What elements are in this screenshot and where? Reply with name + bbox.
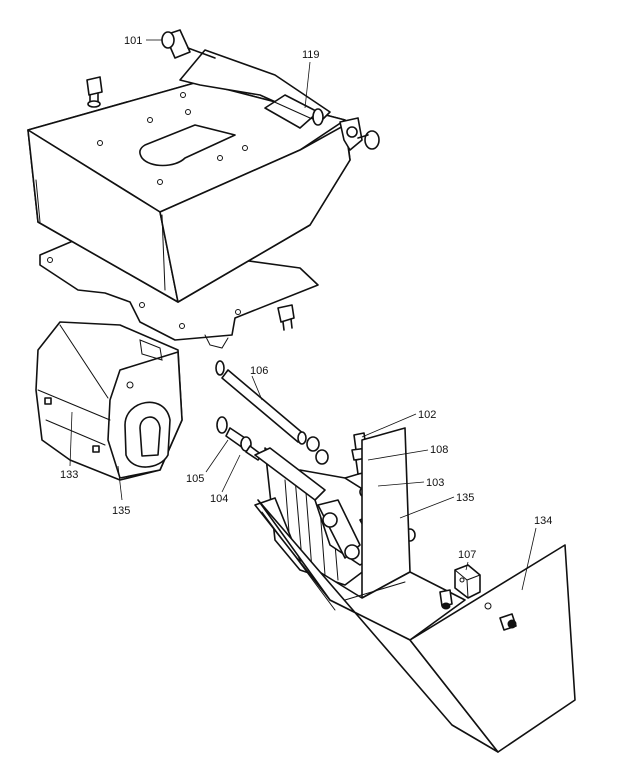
label-103: 103 [426, 477, 444, 489]
label-133: 133 [60, 469, 78, 481]
label-135-guard: 135 [112, 505, 130, 517]
shaft-106 [215, 360, 329, 465]
label-135-pump: 135 [456, 492, 474, 504]
label-107: 107 [458, 549, 476, 561]
label-108: 108 [430, 444, 448, 456]
side-guard [35, 321, 183, 481]
label-105: 105 [186, 473, 204, 485]
top-housing [27, 29, 380, 349]
label-106: 106 [250, 365, 268, 377]
label-134: 134 [534, 515, 552, 527]
label-101: 101 [124, 35, 142, 47]
label-102: 102 [418, 409, 436, 421]
tray-134 [254, 427, 576, 753]
parts-104-105 [216, 416, 263, 461]
label-104: 104 [210, 493, 228, 505]
label-119: 119 [302, 49, 320, 61]
